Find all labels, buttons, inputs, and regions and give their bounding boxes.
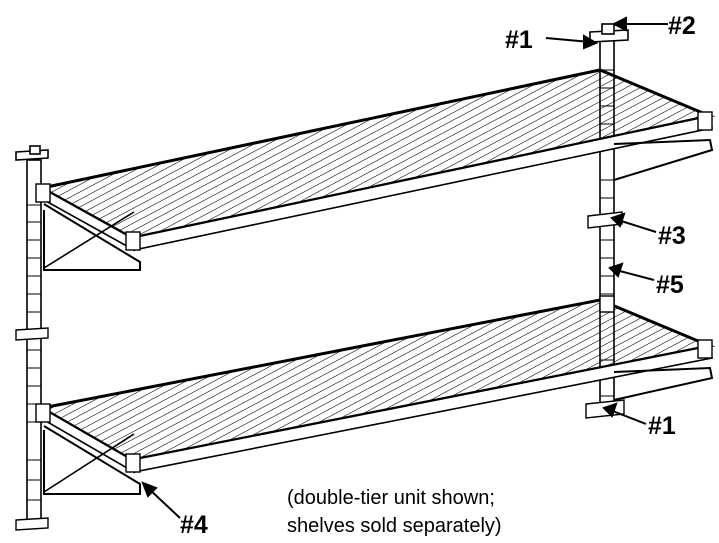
left-top-bracket [15, 145, 49, 161]
bottom-shelf [35, 295, 716, 495]
callout-5: #5 [656, 271, 684, 299]
top-shelf [35, 68, 716, 271]
caption-line-1: (double-tier unit shown; [287, 487, 495, 509]
right-mid-bracket [587, 211, 623, 229]
left-mid-bracket [15, 327, 49, 341]
callout-2: #2 [668, 12, 696, 40]
callout-4: #4 [180, 511, 208, 539]
left-foot-bracket [15, 517, 49, 531]
leader-lines [141, 16, 668, 519]
caption-line-2: shelves sold separately) [287, 515, 502, 537]
left-post [26, 159, 42, 529]
callout-3: #3 [658, 222, 686, 250]
callout-1-top: #1 [505, 26, 533, 54]
callout-1-bottom: #1 [648, 412, 676, 440]
